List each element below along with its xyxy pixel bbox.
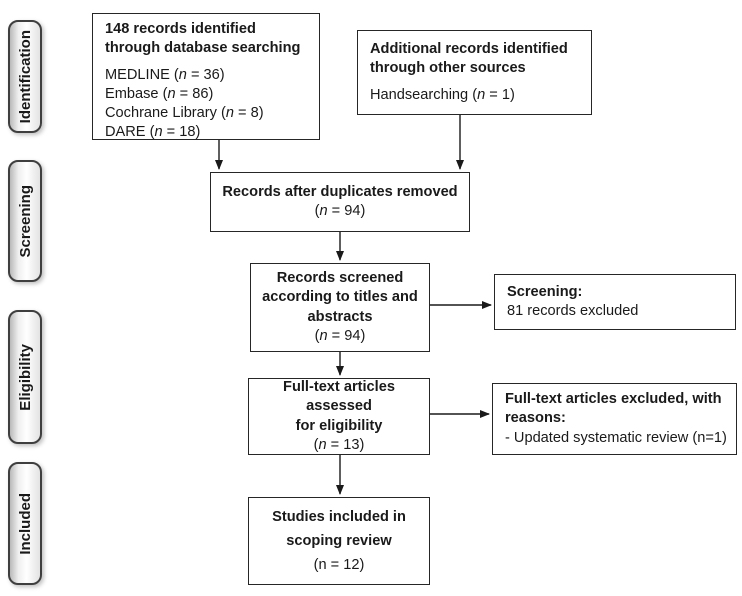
stage-label-identification: Identification <box>8 20 42 133</box>
box-title: 148 records identified through database … <box>105 20 300 59</box>
box-detail-lines: 81 records excluded <box>507 302 638 321</box>
box-title: Records after duplicates removed <box>222 183 457 202</box>
record-count: (n = 94) <box>314 203 366 219</box>
source-count-dare: DARE (n = 18) <box>105 124 201 141</box>
box-title: Additional records identified through ot… <box>370 40 568 79</box>
box-other-sources: Additional records identified through ot… <box>357 30 592 115</box>
box-title-line: abstracts <box>307 308 373 325</box>
box-detail-lines: Handsearching (n = 1) <box>370 86 515 105</box>
box-title: Records screened according to titles and… <box>262 269 418 327</box>
box-title-line: Records screened <box>276 270 404 286</box>
box-title-line: Full-text articles excluded, with <box>505 391 722 407</box>
stage-label-included: Included <box>8 462 42 585</box>
record-count: (n = 94) <box>314 327 366 344</box>
excluded-count: 81 records excluded <box>507 303 639 319</box>
box-title: Full-text articles assessed for eligibil… <box>255 378 423 436</box>
box-screening-excluded: Screening: 81 records excluded <box>494 274 736 330</box>
box-detail-lines: MEDLINE (n = 36) Embase (n = 86) Cochran… <box>105 66 264 143</box>
box-title-line: for eligibility <box>295 417 383 434</box>
box-title-line: Records after duplicates removed <box>222 183 458 200</box>
box-title-line: according to titles and <box>262 289 418 306</box>
box-title: Full-text articles excluded, with reason… <box>505 390 722 429</box>
box-title-line: Studies included in <box>272 508 406 525</box>
record-count: (n = 12) <box>313 557 365 574</box>
source-count-medline: MEDLINE (n = 36) <box>105 66 225 83</box>
box-detail-lines: - Updated systematic review (n=1) <box>505 429 727 448</box>
exclusion-reason: - Updated systematic review (n=1) <box>505 429 727 446</box>
box-title-line: reasons: <box>505 410 566 427</box>
stage-label-text: Eligibility <box>16 343 34 411</box>
box-fulltext-assessed: Full-text articles assessed for eligibil… <box>248 378 430 455</box>
source-count-embase: Embase (n = 86) <box>105 85 214 102</box>
box-title-line: Screening: <box>507 283 583 300</box>
box-title: Studies included in scoping review <box>272 505 406 553</box>
box-duplicates-removed: Records after duplicates removed (n = 94… <box>210 172 470 232</box>
source-count-handsearching: Handsearching (n = 1) <box>370 86 515 103</box>
box-title: Screening: <box>507 283 582 302</box>
box-records-screened: Records screened according to titles and… <box>250 263 430 352</box>
source-count-cochrane: Cochrane Library (n = 8) <box>105 105 264 121</box>
stage-label-eligibility: Eligibility <box>8 310 42 444</box>
stage-label-text: Included <box>16 492 34 555</box>
box-studies-included: Studies included in scoping review (n = … <box>248 497 430 585</box>
stage-label-screening: Screening <box>8 160 42 282</box>
box-fulltext-excluded: Full-text articles excluded, with reason… <box>492 383 737 455</box>
box-title-line: through database searching <box>105 40 301 57</box>
record-count: (n = 13) <box>313 436 365 453</box>
box-database-searching: 148 records identified through database … <box>92 13 320 140</box>
box-title-line: Additional records identified <box>370 41 568 58</box>
box-title-line: scoping review <box>286 532 392 549</box>
stage-label-text: Identification <box>16 29 34 124</box>
box-title-line: Full-text articles assessed <box>283 379 395 415</box>
stage-label-text: Screening <box>16 184 34 258</box>
box-title-line: through other sources <box>370 60 526 77</box>
box-title-line: 148 records identified <box>105 21 256 37</box>
